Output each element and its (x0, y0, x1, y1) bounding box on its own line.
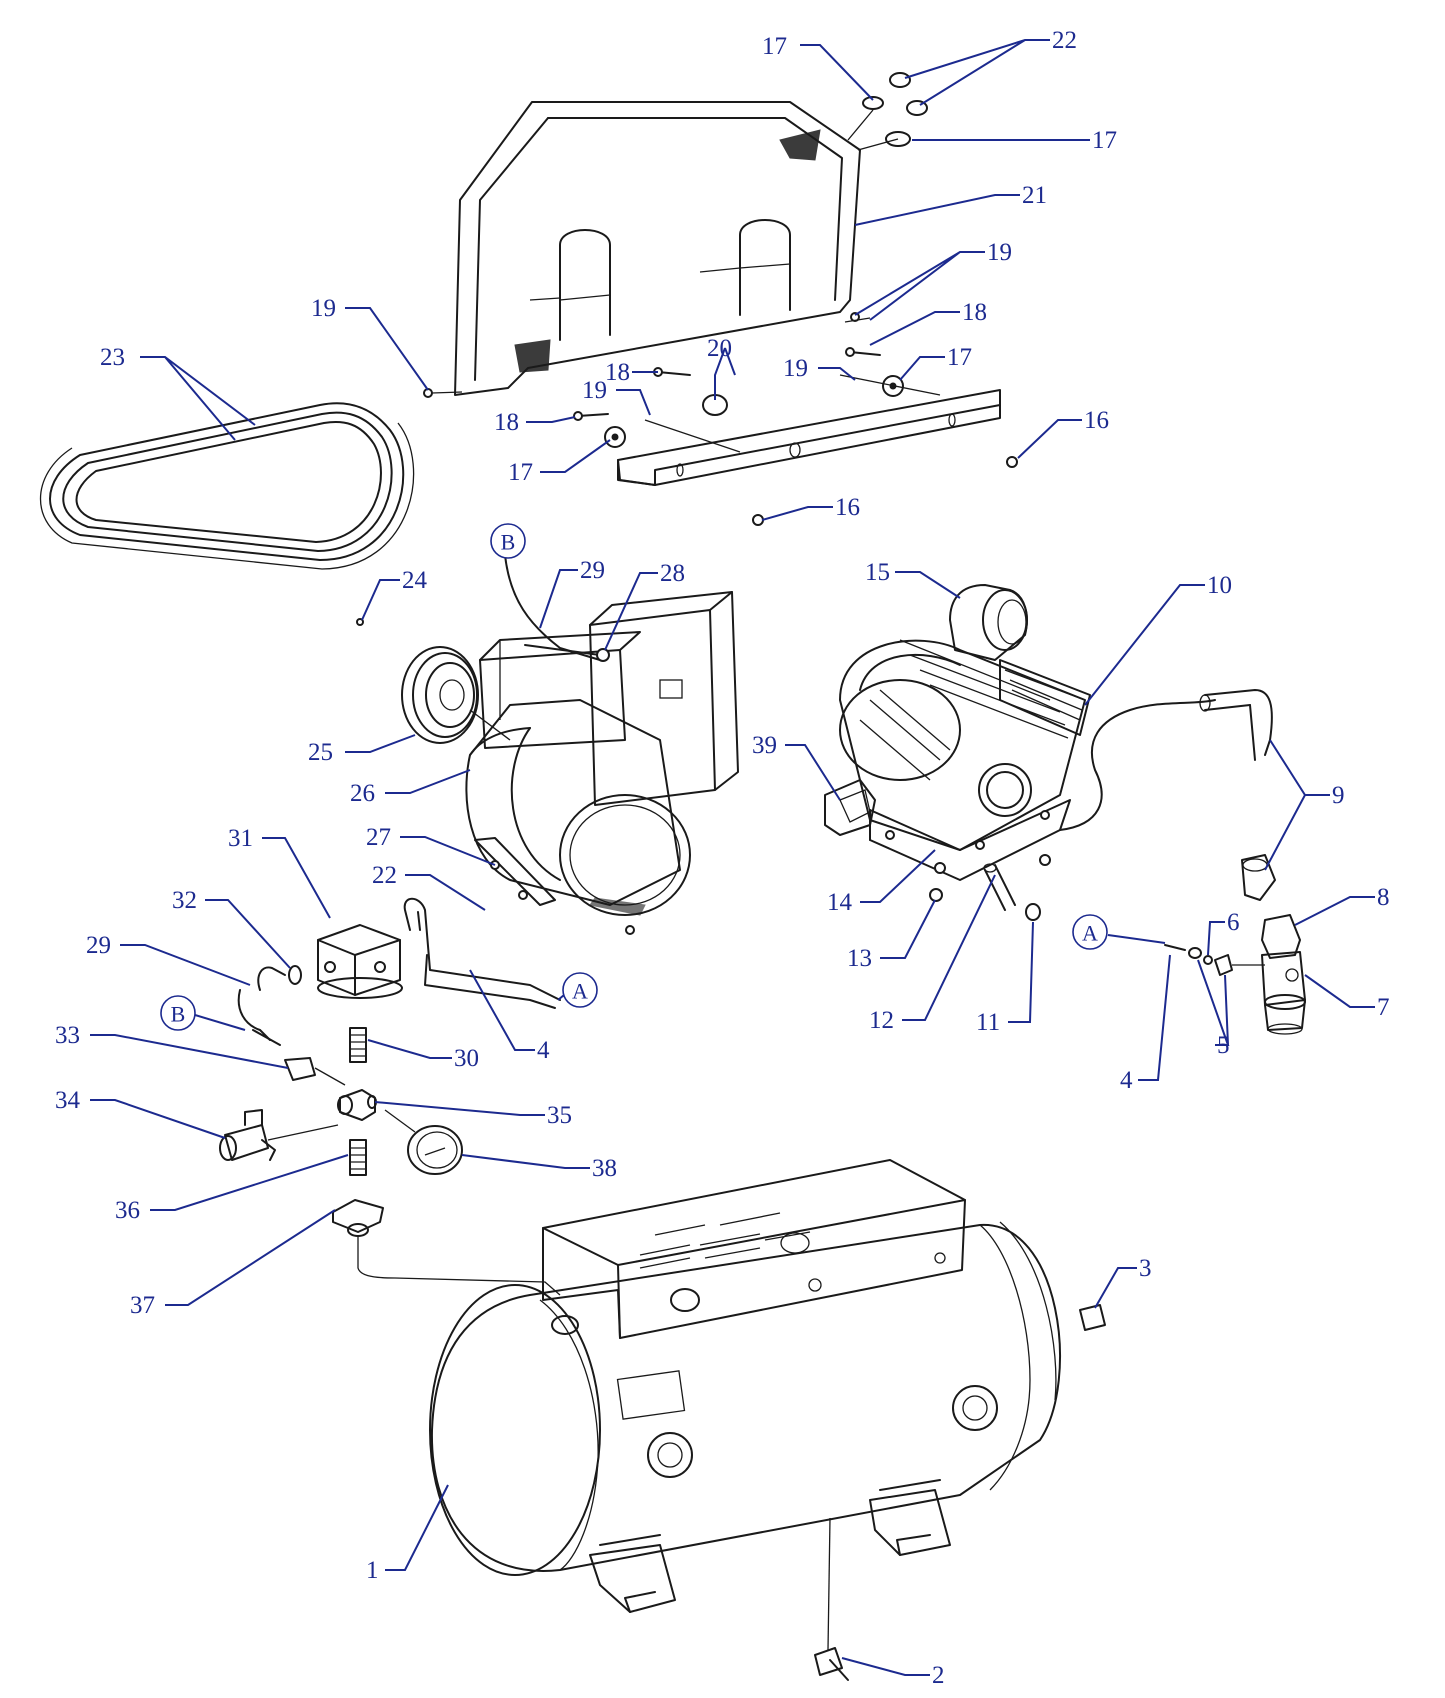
nipple-upper (349, 1027, 367, 1063)
callout-17: 17 (508, 459, 533, 486)
guard-hardware-top (847, 72, 928, 151)
callout-12: 12 (869, 1007, 894, 1034)
pressure-switch (317, 924, 403, 999)
callout-39: 39 (752, 732, 777, 759)
electric-motor (465, 591, 739, 935)
reference-markers: A A B B (160, 523, 1108, 1031)
belt-guard (454, 101, 861, 396)
callout-19: 19 (311, 295, 336, 322)
callout-33: 33 (55, 1022, 80, 1049)
bracket-hardware (423, 312, 1018, 526)
callout-27: 27 (366, 824, 391, 851)
callout-29: 29 (86, 932, 111, 959)
callout-22: 22 (372, 862, 397, 889)
drain-valve (814, 1517, 849, 1681)
callout-20: 20 (707, 335, 732, 362)
pump-flywheel-plug (824, 779, 876, 836)
motor-cord (504, 554, 610, 662)
tank-saddle-plate (542, 1159, 966, 1339)
release-tube (403, 897, 561, 1009)
callout-13: 13 (847, 945, 872, 972)
callout-28: 28 (660, 560, 685, 587)
callout-labels: 17 22 17 21 19 18 17 16 16 17 18 19 18 2… (55, 27, 1390, 1689)
ref-circle-a (562, 972, 598, 1008)
callout-31: 31 (228, 825, 253, 852)
callout-7: 7 (1377, 994, 1390, 1021)
ref-circle-a (1072, 914, 1108, 950)
ref-circle-b (160, 995, 196, 1031)
callout-10: 10 (1207, 572, 1232, 599)
ref-letter-a: A (572, 979, 588, 1004)
callout-29: 29 (580, 557, 605, 584)
callout-3: 3 (1139, 1255, 1152, 1282)
compressor-pump (839, 639, 1091, 881)
motor-pulley (356, 618, 511, 744)
callout-35: 35 (547, 1102, 572, 1129)
ref-letter-b: B (171, 1002, 186, 1027)
callout-18: 18 (494, 409, 519, 436)
tank-feet (589, 1479, 951, 1613)
callout-5: 5 (1217, 1032, 1230, 1059)
callout-8: 8 (1377, 884, 1390, 911)
drive-belt (40, 402, 415, 570)
check-valve (1261, 914, 1306, 1035)
pump-studs (929, 863, 1041, 921)
callout-4: 4 (537, 1037, 550, 1064)
callout-16: 16 (835, 494, 860, 521)
manifold-cross (337, 1089, 377, 1121)
callout-11: 11 (976, 1009, 1000, 1036)
callout-32: 32 (172, 887, 197, 914)
callout-38: 38 (592, 1155, 617, 1182)
callout-25: 25 (308, 739, 333, 766)
safety-valve (284, 1057, 346, 1086)
callout-18: 18 (962, 299, 987, 326)
outlet-tube (1059, 689, 1273, 831)
callout-9: 9 (1332, 782, 1345, 809)
callout-26: 26 (350, 780, 375, 807)
callout-17: 17 (1092, 127, 1117, 154)
switch-fittings (237, 965, 302, 1046)
callout-15: 15 (865, 559, 890, 586)
outlet-ball-valve (219, 1109, 339, 1161)
callout-19: 19 (582, 377, 607, 404)
ref-letter-a: A (1082, 921, 1098, 946)
callout-21: 21 (1022, 182, 1047, 209)
callout-22: 22 (1052, 27, 1077, 54)
release-valve-parts (1164, 944, 1265, 976)
callout-17: 17 (762, 33, 787, 60)
callout-36: 36 (115, 1197, 140, 1224)
callout-24: 24 (402, 567, 428, 594)
callout-6: 6 (1227, 909, 1240, 936)
air-tank (429, 1221, 1106, 1576)
callout-17: 17 (947, 344, 972, 371)
pressure-gauge (384, 1109, 463, 1175)
tank-connector-line (357, 1235, 561, 1296)
callout-19: 19 (783, 355, 808, 382)
callout-30: 30 (454, 1045, 479, 1072)
ref-letter-b: B (501, 530, 516, 555)
callout-16: 16 (1084, 407, 1109, 434)
callout-34: 34 (55, 1087, 81, 1114)
nipple-lower (349, 1139, 367, 1176)
leader-lines (90, 39, 1375, 1676)
air-filter (949, 584, 1028, 661)
reducer-bushing (332, 1199, 384, 1237)
ref-circle-b (490, 523, 526, 559)
callout-4: 4 (1120, 1067, 1133, 1094)
callout-19: 19 (987, 239, 1012, 266)
callout-23: 23 (100, 344, 125, 371)
callout-1: 1 (366, 1557, 379, 1584)
guard-bracket (617, 389, 1001, 486)
callout-37: 37 (130, 1292, 155, 1319)
callout-2: 2 (932, 1662, 945, 1689)
callout-14: 14 (827, 889, 853, 916)
callout-18: 18 (605, 359, 630, 386)
